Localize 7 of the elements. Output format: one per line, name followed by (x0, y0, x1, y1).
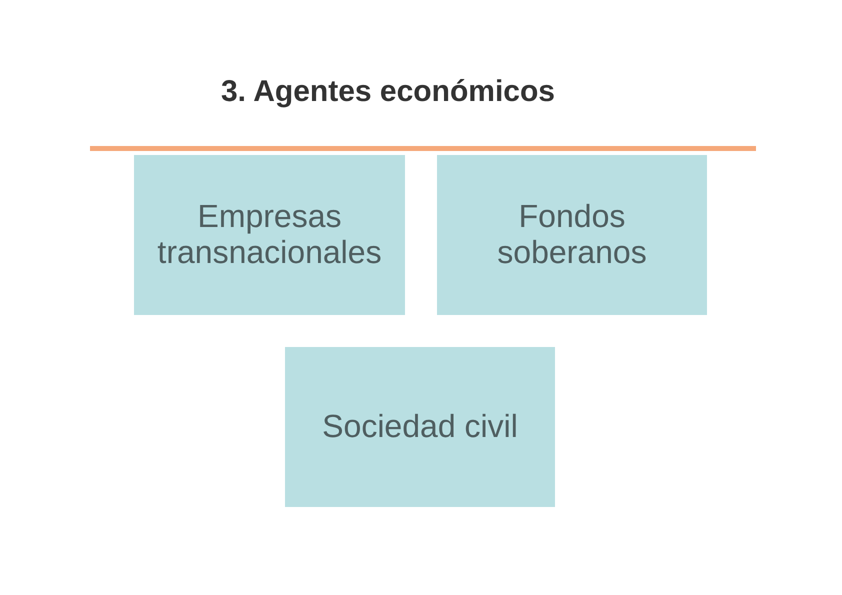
text-box (134, 155, 405, 315)
box-label: Sociedad civil (322, 409, 518, 445)
slide-title: 3. Agentes económicos (221, 74, 555, 110)
box-label: Empresas transnacionales (156, 199, 383, 271)
box-label: Fondos soberanos (496, 199, 648, 271)
text-box (437, 155, 707, 315)
text-box (285, 347, 555, 507)
